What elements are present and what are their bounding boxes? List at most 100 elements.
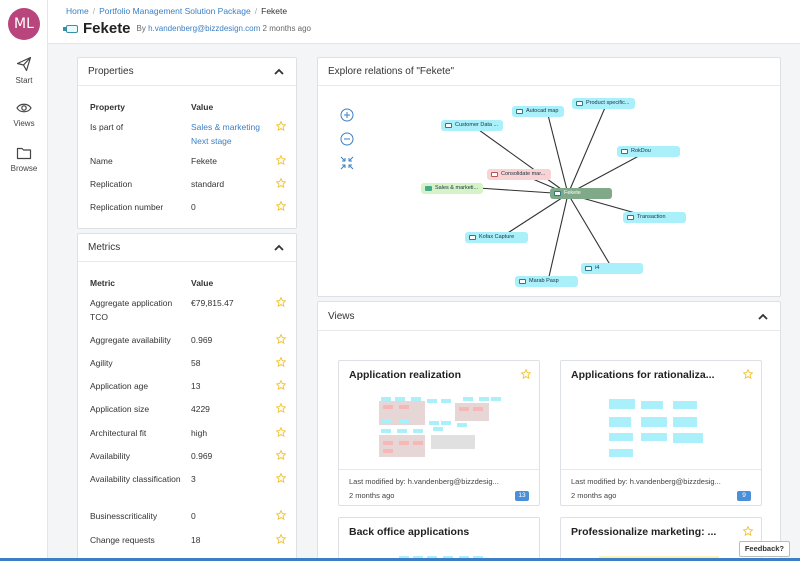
star-icon[interactable] xyxy=(275,379,287,392)
star-icon[interactable] xyxy=(275,356,287,369)
star-icon[interactable] xyxy=(275,533,287,546)
metric-value: 4229 xyxy=(191,404,210,414)
metric-key: Availability classification xyxy=(90,474,181,484)
metric-key: Change requests xyxy=(90,535,155,545)
node-label: Kofax Capture xyxy=(479,234,515,240)
avatar-initials: ML xyxy=(14,16,34,32)
business-process-icon xyxy=(491,172,498,177)
views-panel-header[interactable]: Views xyxy=(318,302,780,331)
view-card-title[interactable]: Application realization xyxy=(349,369,462,381)
page-title: Fekete xyxy=(83,20,131,37)
column-header-metric: Metric xyxy=(90,278,116,288)
chevron-up-icon[interactable] xyxy=(756,309,770,323)
star-icon[interactable] xyxy=(275,177,287,190)
star-icon[interactable] xyxy=(742,525,754,538)
explore-title: Explore relations of "Fekete" xyxy=(328,66,455,77)
star-icon[interactable] xyxy=(275,449,287,462)
property-value: 0 xyxy=(191,202,196,212)
metric-value: €79,815.47 xyxy=(191,298,234,308)
rail-item-label: Views xyxy=(13,119,35,128)
metric-value: 13 xyxy=(191,381,201,391)
explore-relations-panel: Explore relations of "Fekete" Product sp… xyxy=(317,57,781,297)
view-card-title[interactable]: Applications for rationaliza... xyxy=(571,369,715,381)
rail-item-start[interactable]: Start xyxy=(0,56,48,85)
chevron-up-icon[interactable] xyxy=(272,65,286,79)
properties-panel-header[interactable]: Properties xyxy=(78,58,296,86)
breadcrumb-package[interactable]: Portfolio Management Solution Package xyxy=(99,6,251,16)
graph-node[interactable]: Consolidate mar... xyxy=(487,169,551,180)
part-of-link[interactable]: Sales & marketing xyxy=(191,122,260,132)
metric-key: Architectural fit xyxy=(90,428,147,438)
edge-i4 xyxy=(567,193,613,269)
star-icon[interactable] xyxy=(275,296,287,309)
application-component-icon xyxy=(63,24,78,33)
metric-value: 0.969 xyxy=(191,335,213,345)
star-icon[interactable] xyxy=(275,402,287,415)
application-component-icon xyxy=(519,279,526,284)
metric-key: Agility xyxy=(90,358,113,368)
breadcrumb-current: Fekete xyxy=(261,6,288,16)
feedback-button[interactable]: Feedback? xyxy=(738,541,790,557)
metric-value: 0.969 xyxy=(191,451,213,461)
byline-age: 2 months ago xyxy=(262,24,312,33)
star-icon[interactable] xyxy=(275,120,287,133)
edge-product-specific xyxy=(567,102,608,195)
star-icon[interactable] xyxy=(275,472,287,485)
application-component-icon xyxy=(627,215,634,220)
avatar[interactable]: ML xyxy=(8,8,40,40)
edge-customer-data xyxy=(471,124,569,195)
rail-item-label: Browse xyxy=(10,164,38,173)
star-icon[interactable] xyxy=(275,333,287,346)
metric-value: 58 xyxy=(191,358,201,368)
node-label: Transaction xyxy=(637,214,666,220)
byline-author[interactable]: h.vandenberg@bizzdesign.com xyxy=(148,24,261,33)
application-component-icon xyxy=(469,235,476,240)
title-row: Fekete By h.vandenberg@bizzdesign.com 2 … xyxy=(63,20,312,37)
metric-key: Application size xyxy=(90,404,150,414)
view-card[interactable]: Back office applications xyxy=(338,517,540,561)
graph-node-center[interactable]: Fekete xyxy=(550,188,612,199)
view-card[interactable]: Application realization Last modified by… xyxy=(338,360,540,506)
graph-node[interactable]: Sales & marketi... xyxy=(421,183,483,194)
view-card-age: 2 months ago xyxy=(571,491,617,500)
view-thumbnail xyxy=(609,399,703,457)
zoom-in-icon[interactable] xyxy=(340,108,354,122)
chevron-up-icon[interactable] xyxy=(272,241,286,255)
view-card[interactable]: Professionalize marketing: ... xyxy=(560,517,762,561)
graph-node[interactable]: RokDou xyxy=(617,146,680,157)
node-label: Autocad map xyxy=(526,108,559,114)
metric-value: 0 xyxy=(191,511,196,521)
node-label: Sales & marketi... xyxy=(435,185,479,191)
byline-prefix: By xyxy=(136,24,146,33)
star-icon[interactable] xyxy=(520,368,532,381)
property-value: standard xyxy=(191,179,225,189)
breadcrumb-home[interactable]: Home xyxy=(66,6,89,16)
graph-node[interactable]: i4 xyxy=(581,263,643,274)
view-card-age: 2 months ago xyxy=(349,491,395,500)
graph-node[interactable]: Product specific... xyxy=(572,98,635,109)
part-of-link[interactable]: Next stage xyxy=(191,136,232,146)
graph-node[interactable]: Kofax Capture xyxy=(465,232,528,243)
zoom-out-icon[interactable] xyxy=(340,132,354,146)
star-icon[interactable] xyxy=(275,426,287,439)
fit-to-screen-icon[interactable] xyxy=(340,156,354,170)
eye-icon xyxy=(16,103,32,113)
rail-item-browse[interactable]: Browse xyxy=(0,146,48,173)
star-icon[interactable] xyxy=(742,368,754,381)
graph-node[interactable]: Transaction xyxy=(623,212,686,223)
graph-node[interactable]: Marab Pasp xyxy=(515,276,578,287)
view-card-modified: Last modified by: h.vandenberg@bizzdesig… xyxy=(349,477,499,486)
star-icon[interactable] xyxy=(275,154,287,167)
rail-item-views[interactable]: Views xyxy=(0,101,48,128)
metrics-panel-header[interactable]: Metrics xyxy=(78,234,296,262)
view-card-title[interactable]: Professionalize marketing: ... xyxy=(571,526,717,538)
view-card-count-badge: 9 xyxy=(737,491,751,501)
property-key: Replication number xyxy=(90,202,164,212)
star-icon[interactable] xyxy=(275,200,287,213)
view-card[interactable]: Applications for rationaliza... Last mod… xyxy=(560,360,762,506)
graph-node[interactable]: Customer Data ... xyxy=(441,120,503,131)
view-card-count-badge: 13 xyxy=(515,491,529,501)
view-card-title[interactable]: Back office applications xyxy=(349,526,470,538)
star-icon[interactable] xyxy=(275,509,287,522)
graph-node[interactable]: Autocad map xyxy=(512,106,564,117)
